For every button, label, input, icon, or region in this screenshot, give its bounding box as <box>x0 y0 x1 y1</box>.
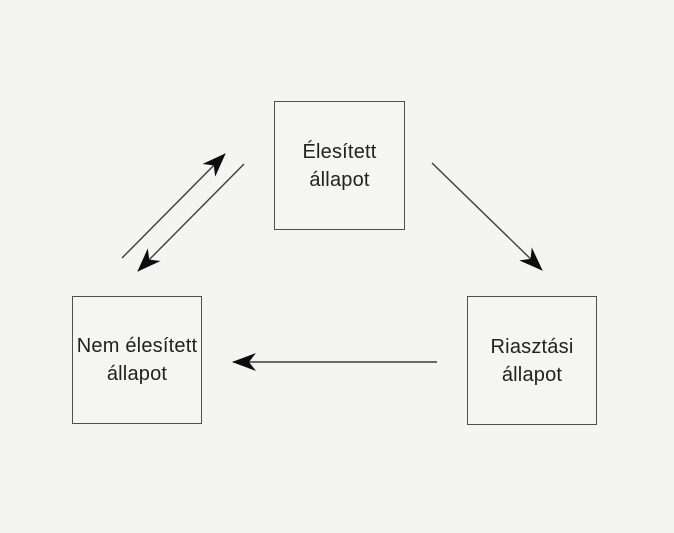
state-label-armed-line2: állapot <box>309 168 370 191</box>
arrow-armed-to-alarm <box>431 162 543 271</box>
state-box-armed: Élesített állapot <box>274 101 405 230</box>
state-box-disarmed: Nem élesített állapot <box>72 296 202 424</box>
state-label-alarm-line1: Riasztási <box>490 335 574 358</box>
state-label-alarm-line2: állapot <box>501 363 563 386</box>
state-label-disarmed-line2: állapot <box>106 363 168 385</box>
state-box-alarm: Riasztási állapot <box>467 296 597 425</box>
state-label-armed-line1: Élesített <box>302 140 377 163</box>
arrow-disarmed-to-armed <box>121 153 226 259</box>
arrow-armed-to-disarmed <box>137 163 245 272</box>
state-label-disarmed-line1: Nem élesített <box>76 335 198 357</box>
